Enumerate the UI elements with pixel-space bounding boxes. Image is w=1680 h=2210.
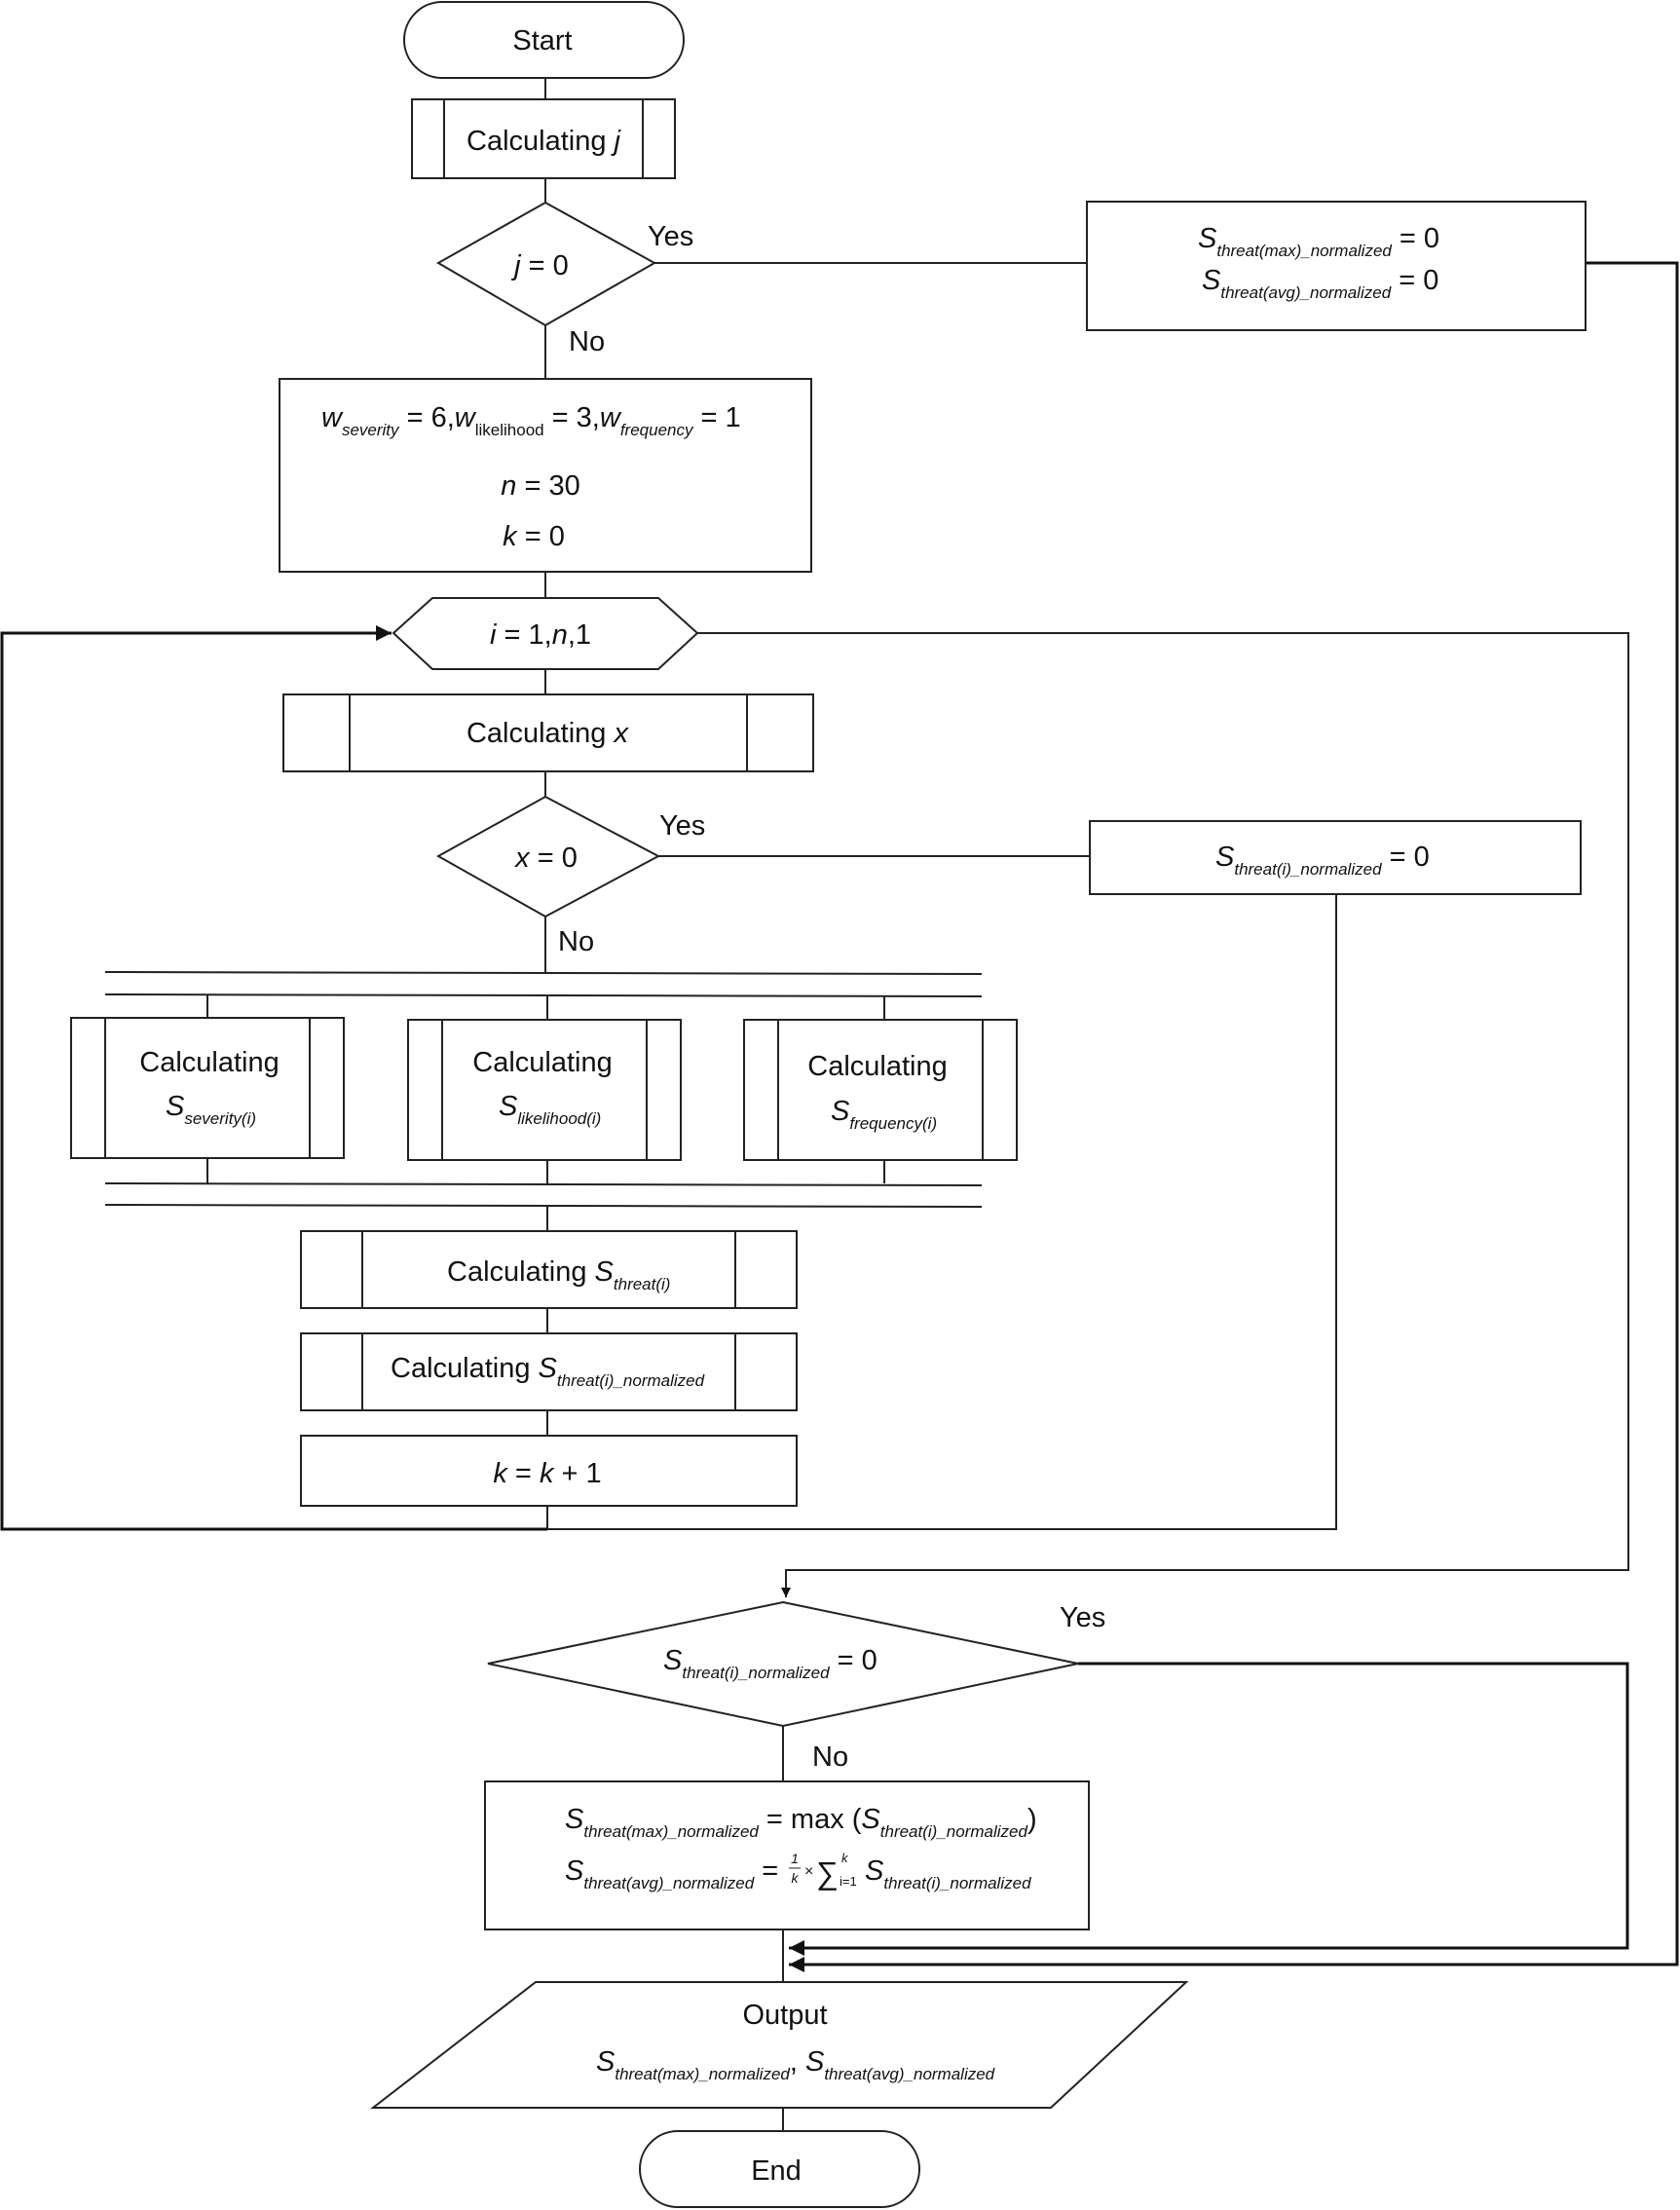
dec-j-rest: = 0 [521, 250, 569, 281]
output-title: Output [742, 2000, 827, 2031]
svg-text:k = 0: k = 0 [503, 521, 565, 552]
svg-text:n = 30: n = 30 [501, 470, 579, 502]
svg-text:Sthreat(max)_normalized, Sthre: Sthreat(max)_normalized, Sthreat(avg)_no… [596, 2046, 995, 2083]
dec-x-yes-label: Yes [659, 810, 705, 842]
connectors [0, 78, 1679, 2131]
dec-x-no-label: No [558, 926, 594, 957]
svg-text:k = k + 1: k = k + 1 [493, 1458, 601, 1489]
connector-final-yes [789, 1662, 1629, 1956]
start-label: Start [512, 25, 572, 56]
svg-text:wseverity = 6,wlikelihood = 3,: wseverity = 6,wlikelihood = 3,wfrequency… [321, 402, 741, 439]
svg-text:i = 1,n,1: i = 1,n,1 [490, 619, 591, 651]
end-terminator: End [639, 2130, 920, 2208]
end-label: End [751, 2155, 802, 2187]
start-terminator: Start [403, 1, 685, 79]
parallel-severity: Calculating Sseverity(i) [70, 1017, 345, 1159]
decision-j-zero: j = 0 Yes No [435, 201, 693, 357]
calc-j-process: Calculating j [411, 98, 676, 179]
loop-hexagon: i = 1,n,1 [392, 597, 699, 670]
svg-text:Calculating: Calculating [807, 1051, 947, 1082]
svg-text:Calculating Sthreat(i): Calculating Sthreat(i) [447, 1256, 670, 1293]
k-increment-box: k = k + 1 [300, 1435, 798, 1507]
decision-final: Sthreat(i)_normalized = 0 Yes No [487, 1600, 1105, 1773]
svg-text:Calculating j: Calculating j [467, 126, 622, 157]
svg-text:Sthreat(i)_normalized: Sthreat(i)_normalized [865, 1855, 1031, 1892]
connector-zero-i-return [545, 894, 1337, 1530]
final-computation-box: Sthreat(max)_normalized = max (Sthreat(i… [484, 1780, 1090, 1930]
parallel-frequency: Calculating Sfrequency(i) [743, 1019, 1018, 1161]
parallel-likelihood: Calculating Slikelihood(i) [407, 1019, 682, 1161]
svg-text:Sthreat(max)_normalized = max: Sthreat(max)_normalized = max (Sthreat(i… [565, 1804, 1037, 1841]
output-parallelogram: Output Sthreat(max)_normalized, Sthreat(… [370, 1981, 1189, 2109]
svg-text:Calculating: Calculating [472, 1047, 612, 1078]
connector-zero-box-to-output [789, 261, 1679, 1972]
dec-j-no-label: No [569, 326, 605, 357]
svg-text:Sthreat(max)_normalized = 0: Sthreat(max)_normalized = 0 [1198, 223, 1439, 260]
calc-threat-norm-process: Calculating Sthreat(i)_normalized [300, 1332, 798, 1411]
svg-text:Sthreat(i)_normalized = 0: Sthreat(i)_normalized = 0 [663, 1645, 877, 1682]
svg-text:Sthreat(avg)_normalized = 0: Sthreat(avg)_normalized = 0 [1202, 265, 1438, 302]
svg-text:×: × [804, 1863, 813, 1880]
calc-threat-process: Calculating Sthreat(i) [300, 1230, 798, 1309]
fork-bar-bottom [104, 993, 983, 997]
dec-final-yes-label: Yes [1060, 1602, 1105, 1633]
svg-text:x = 0: x = 0 [513, 843, 578, 874]
svg-text:k: k [792, 1870, 800, 1886]
connector-loop-back [0, 625, 547, 1531]
calc-j-var: j [611, 126, 622, 157]
svg-text:k: k [841, 1851, 849, 1865]
calc-x-process: Calculating x [282, 693, 814, 772]
svg-text:∑: ∑ [816, 1855, 839, 1891]
svg-text:Calculating: Calculating [139, 1047, 279, 1078]
decision-x-zero: x = 0 Yes No [435, 795, 705, 957]
svg-text:Sseverity(i): Sseverity(i) [166, 1091, 256, 1128]
dec-j-yes-label: Yes [648, 221, 693, 252]
fork-bar-top [104, 971, 983, 975]
join-bar-top [104, 1182, 983, 1186]
svg-text:Sthreat(avg)_normalized =: Sthreat(avg)_normalized = [565, 1855, 778, 1892]
svg-text:j = 0: j = 0 [510, 250, 569, 281]
init-weights-box: wseverity = 6,wlikelihood = 3,wfrequency… [279, 378, 812, 573]
svg-text:Slikelihood(i): Slikelihood(i) [499, 1091, 601, 1128]
connector-loop-exit [697, 632, 1629, 1597]
calc-j-word: Calculating [467, 126, 606, 157]
svg-text:1: 1 [791, 1851, 799, 1866]
svg-text:Sfrequency(i): Sfrequency(i) [831, 1096, 937, 1133]
svg-text:Sthreat(i)_normalized = 0: Sthreat(i)_normalized = 0 [1215, 842, 1430, 879]
join-bar-bottom [104, 1204, 983, 1208]
svg-text:i=1: i=1 [840, 1874, 857, 1889]
svg-text:Calculating Sthreat(i)_normali: Calculating Sthreat(i)_normalized [391, 1353, 705, 1390]
dec-final-no-label: No [812, 1742, 848, 1773]
zero-threat-i-box: Sthreat(i)_normalized = 0 [1089, 820, 1582, 895]
zero-assignment-box: Sthreat(max)_normalized = 0 Sthreat(avg)… [1086, 201, 1587, 331]
svg-text:Calculating x: Calculating x [467, 718, 630, 749]
